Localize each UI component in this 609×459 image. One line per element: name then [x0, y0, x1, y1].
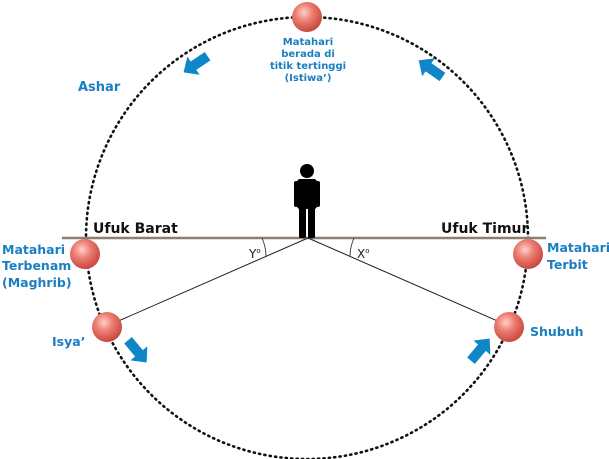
shubuh-label: Shubuh: [530, 324, 584, 339]
ashar-label: Ashar: [78, 80, 121, 95]
angle-label-y: Yo: [248, 247, 261, 261]
isya-label: Isya’: [52, 334, 85, 349]
west-horizon-label: Ufuk Barat: [93, 221, 178, 237]
shubuh-angle-line: [308, 238, 509, 326]
svg-text:titik tertinggi: titik tertinggi: [270, 61, 346, 72]
sunrise-sun-label: Matahari Terbit: [547, 240, 609, 272]
arrow-icon-zenith-approach: [412, 51, 448, 86]
svg-text:Matahari: Matahari: [283, 37, 333, 48]
sun-sunset: [70, 239, 100, 269]
sun-zenith: [292, 2, 322, 32]
angle-label-x: Xo: [357, 247, 370, 261]
arrow-icon-shubuh: [463, 331, 498, 367]
arrow-icon-ashar: [177, 47, 213, 81]
svg-text:Matahari: Matahari: [547, 240, 609, 255]
arrow-icon-isya: [120, 333, 155, 369]
angle-arc-x: [350, 238, 354, 256]
zenith-sun-label: Matahari berada di titik tertinggi (Isti…: [270, 37, 346, 84]
svg-text:Matahari: Matahari: [2, 242, 65, 257]
svg-text:Terbit: Terbit: [547, 257, 588, 272]
sunset-sun-label: Matahari Terbenam (Maghrib): [2, 242, 72, 290]
person-silhouette-icon: [294, 164, 320, 238]
svg-text:(Maghrib): (Maghrib): [2, 275, 72, 290]
east-horizon-label: Ufuk Timur: [441, 221, 529, 237]
sun-sunrise: [513, 239, 543, 269]
svg-text:berada di: berada di: [281, 49, 335, 60]
svg-text:Terbenam: Terbenam: [2, 258, 71, 273]
isya-angle-line: [107, 238, 308, 326]
svg-text:(Istiwa’): (Istiwa’): [285, 73, 332, 84]
angle-arc-y: [262, 238, 266, 256]
sun-shubuh: [494, 312, 524, 342]
sun-isya: [92, 312, 122, 342]
